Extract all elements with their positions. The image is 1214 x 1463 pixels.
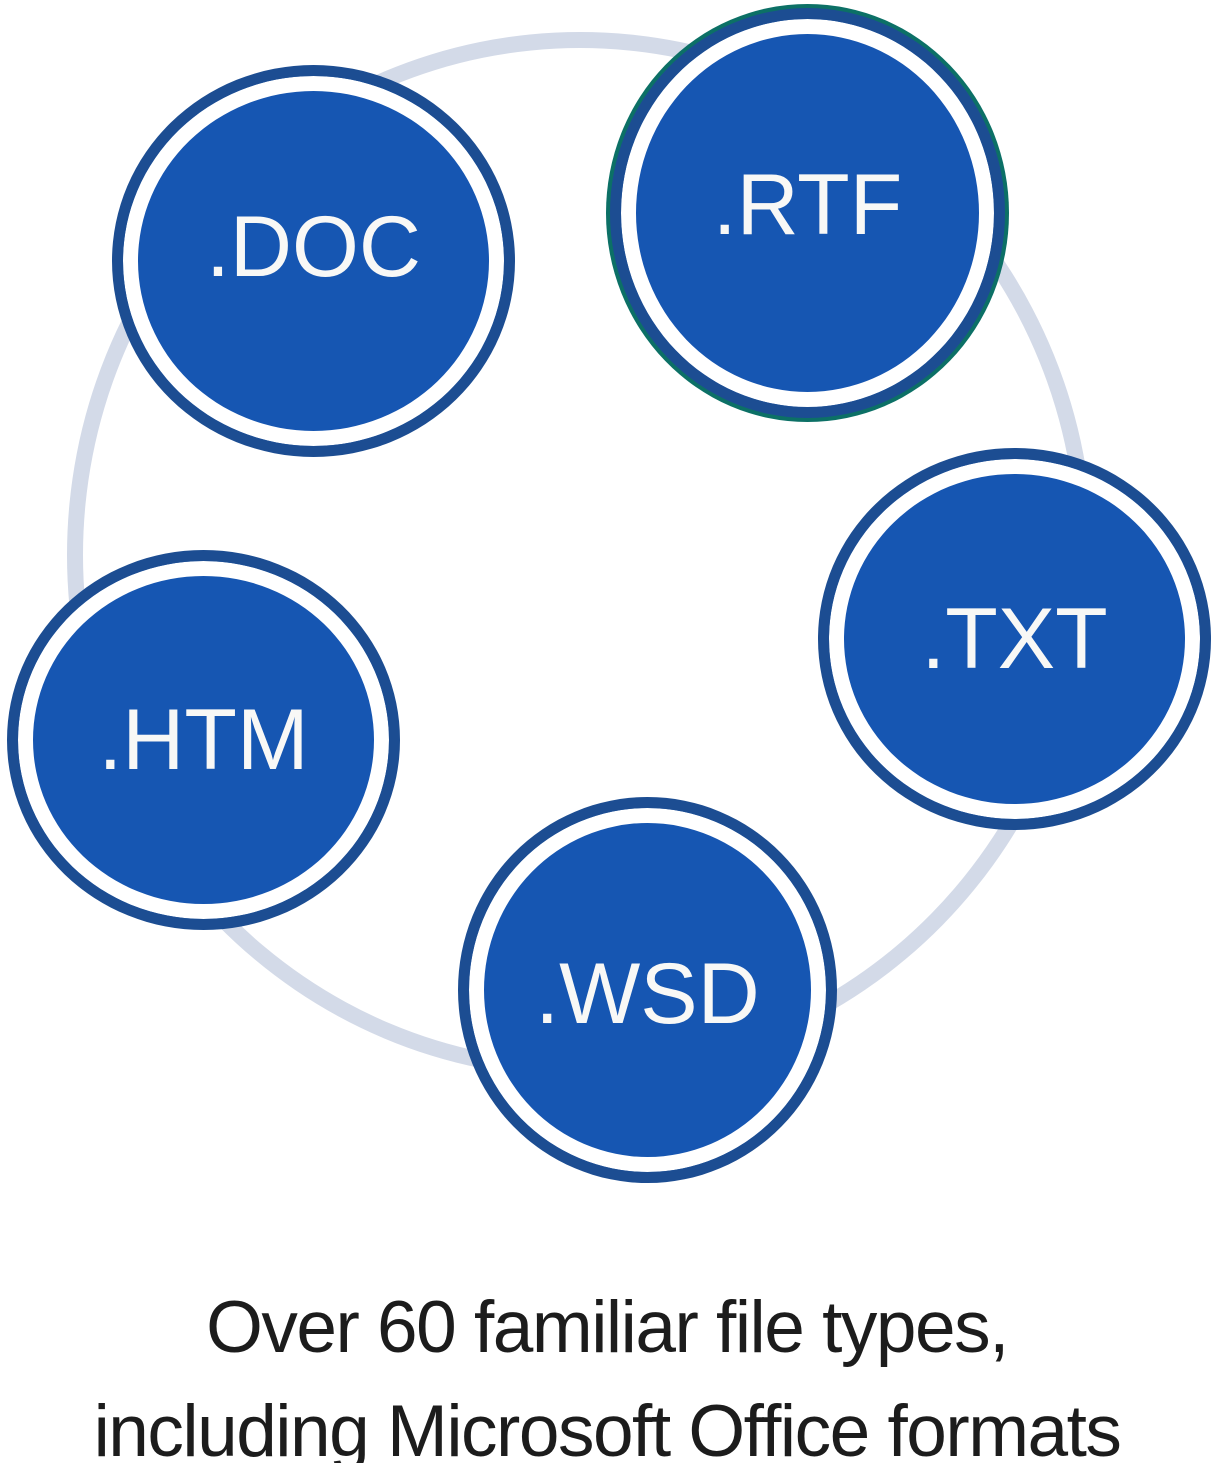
caption: Over 60 familiar file types, including M… xyxy=(0,1276,1214,1463)
caption-line-2: including Microsoft Office formats xyxy=(93,1391,1122,1463)
file-type-circle-doc: .DOC xyxy=(112,65,515,457)
file-type-circle-wsd: .WSD xyxy=(458,797,837,1183)
file-type-label-htm: .HTM xyxy=(98,691,309,788)
file-type-label-rtf: .RTF xyxy=(712,156,903,253)
file-type-label-doc: .DOC xyxy=(206,198,421,295)
file-type-label-txt: .TXT xyxy=(921,590,1108,687)
file-type-circle-rtf: .RTF xyxy=(610,8,1005,418)
file-type-circle-htm: .HTM xyxy=(7,550,400,930)
file-type-circle-txt: .TXT xyxy=(818,448,1211,830)
file-type-label-wsd: .WSD xyxy=(535,945,760,1042)
caption-line-1: Over 60 familiar file types, xyxy=(206,1287,1009,1368)
